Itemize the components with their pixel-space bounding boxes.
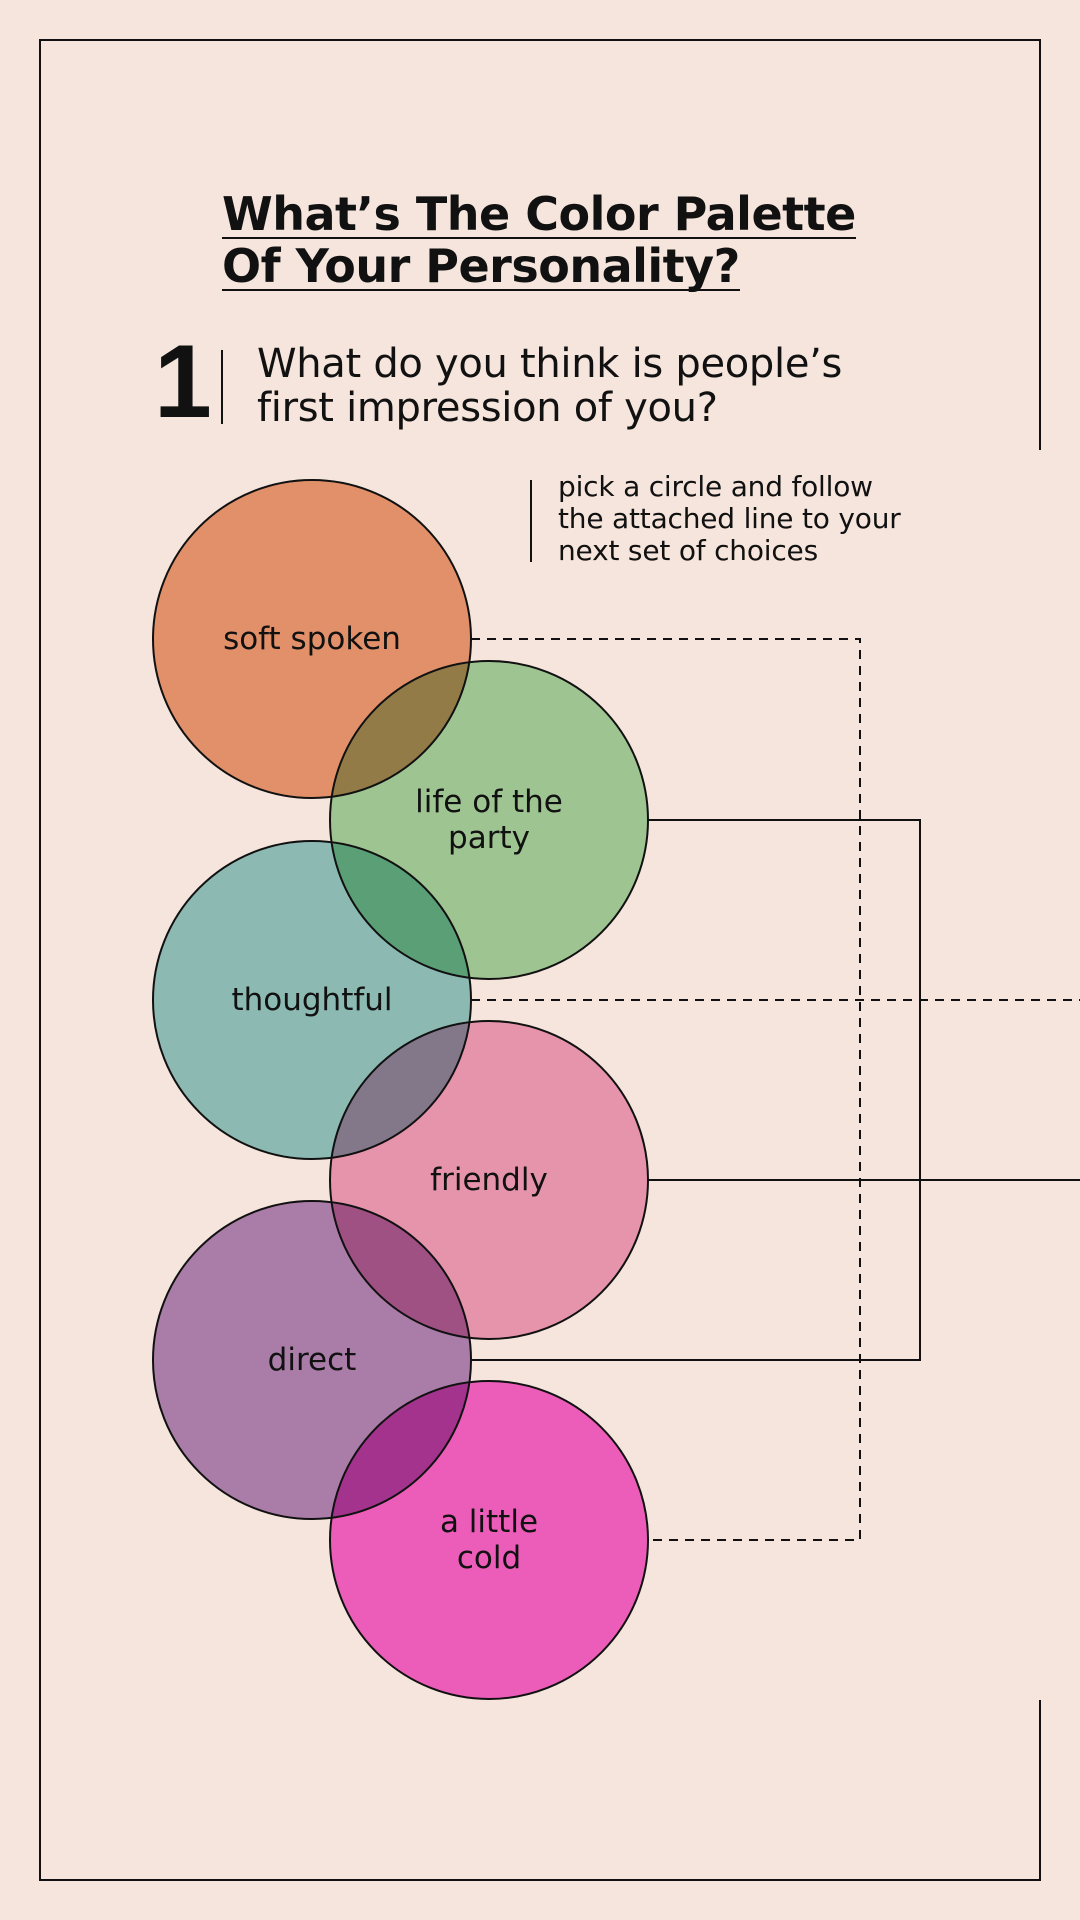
choice-circles — [153, 480, 648, 1699]
choice-label-1[interactable]: soft spoken — [223, 621, 401, 657]
question-line-1: What do you think is people’s — [257, 341, 843, 387]
choice-circle-6[interactable] — [330, 1381, 648, 1699]
title-line-1: What’s The Color Palette — [222, 187, 856, 241]
choice-circle-outline-3 — [152, 840, 472, 1160]
choice-label-6[interactable]: a little cold — [439, 1504, 539, 1576]
instruction-text: pick a circle and follow the attached li… — [558, 471, 901, 567]
title-line-2: Of Your Personality? — [222, 239, 740, 293]
page-title: What’s The Color Palette Of Your Persona… — [222, 188, 856, 292]
question-divider — [221, 350, 223, 424]
choice-circle-outline-5 — [152, 1200, 472, 1520]
instruction-divider — [530, 480, 532, 562]
choice-label-3[interactable]: thoughtful — [231, 982, 393, 1018]
instruction-line-2: the attached line to your — [558, 502, 901, 535]
choice-label-4[interactable]: friendly — [430, 1162, 548, 1198]
question-line-2: first impression of you? — [257, 385, 718, 431]
choice-label-5[interactable]: direct — [267, 1342, 357, 1378]
choice-circle-outline-1 — [152, 479, 472, 799]
connector-lines — [471, 638, 1080, 1541]
connector-line-2 — [471, 819, 921, 1361]
choice-circle-outline-4 — [329, 1020, 649, 1340]
question-text: What do you think is people’s first impr… — [257, 342, 842, 430]
instruction-line-3: next set of choices — [558, 534, 818, 567]
choice-circle-outline-2 — [329, 660, 649, 980]
instruction-line-1: pick a circle and follow — [558, 470, 873, 503]
choice-outlines — [152, 479, 649, 1700]
choice-circle-outline-6 — [329, 1380, 649, 1700]
question-number: 1 — [154, 324, 212, 440]
choice-label-2[interactable]: life of the party — [415, 784, 563, 856]
connector-line-1 — [471, 638, 861, 1541]
